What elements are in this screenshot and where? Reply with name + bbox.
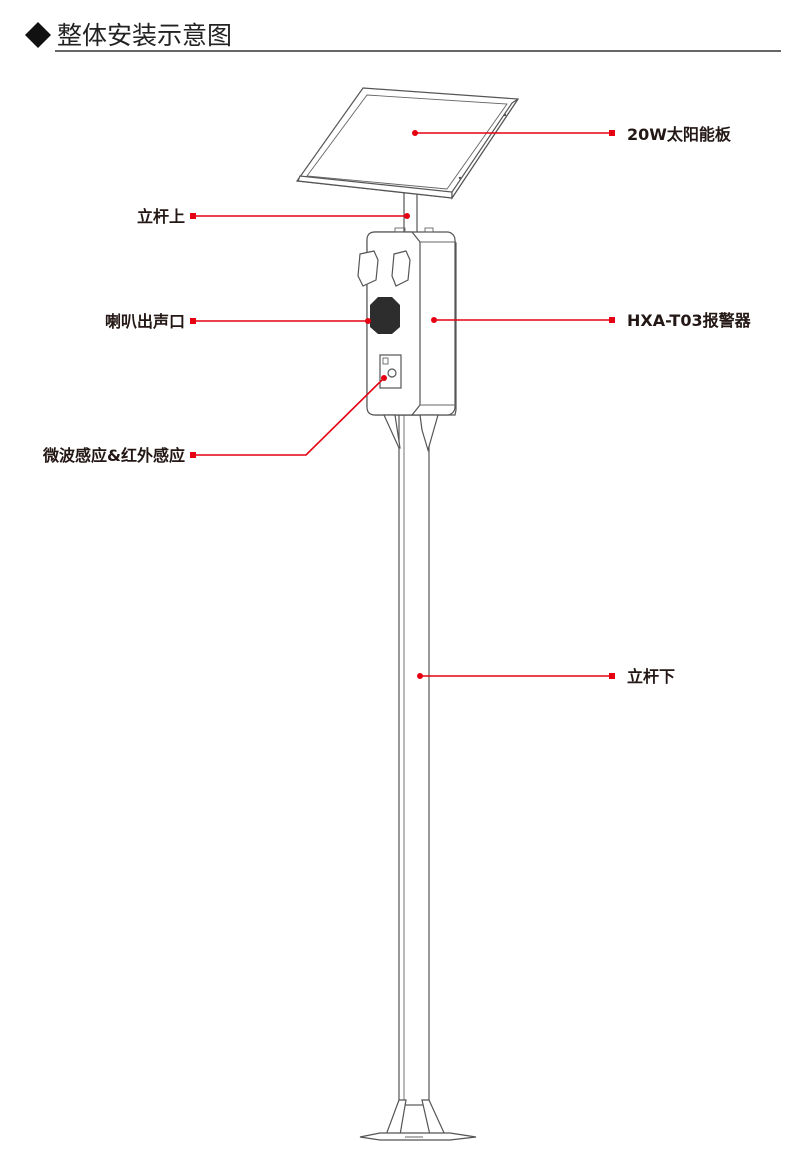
leader-sensor bbox=[190, 375, 387, 458]
alarm-device bbox=[357, 227, 457, 453]
pole-lower bbox=[359, 414, 477, 1141]
leader-pole-lower bbox=[417, 673, 615, 679]
label-sensor: 微波感应&红外感应 bbox=[42, 446, 185, 465]
right-sensor-lens bbox=[391, 250, 411, 287]
label-speaker-outlet: 喇叭出声口 bbox=[105, 312, 185, 331]
leader-pole-upper bbox=[190, 213, 410, 219]
solar-panel bbox=[295, 87, 520, 200]
leader-alarm bbox=[431, 317, 615, 323]
label-solar-panel: 20W太阳能板 bbox=[627, 125, 732, 144]
diamond-bullet-icon bbox=[25, 22, 51, 48]
leader-speaker bbox=[190, 318, 371, 324]
speaker-grille bbox=[370, 297, 400, 334]
label-pole-upper: 立杆上 bbox=[137, 207, 185, 226]
page-title: 整体安装示意图 bbox=[57, 21, 232, 50]
leader-solar-panel bbox=[412, 130, 615, 136]
label-alarm: HXA-T03报警器 bbox=[627, 311, 752, 330]
label-pole-lower: 立杆下 bbox=[627, 667, 675, 686]
left-sensor-lens bbox=[357, 250, 379, 287]
